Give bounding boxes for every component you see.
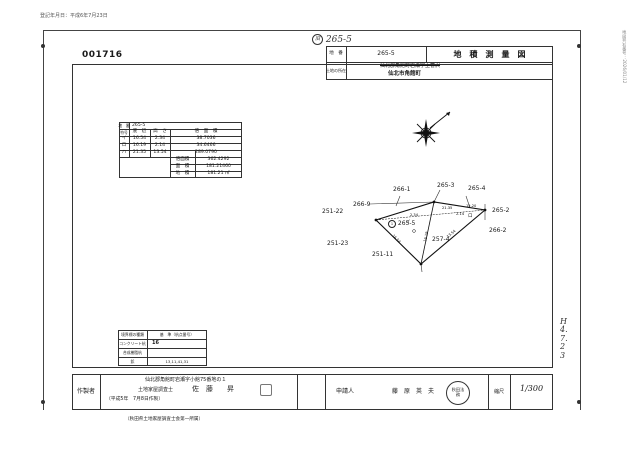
summary-value: 362.4292 — [207, 157, 230, 163]
document-number: 001716 — [82, 50, 123, 60]
table-cell: 289.0790 — [195, 150, 217, 156]
side-length: 16.54 — [391, 234, 402, 245]
triangulation-line — [420, 201, 435, 265]
col-header: 高 さ — [153, 129, 167, 135]
table-cell: 13.54 — [153, 150, 167, 156]
col-header: 底 辺 — [132, 129, 147, 135]
boundary-row-label: 合成樹脂杭 — [123, 349, 142, 355]
triangle-label: ロ — [468, 213, 473, 219]
parcel-label: 266-1 — [393, 186, 411, 193]
summary-label: 倍面積 — [175, 157, 190, 163]
personal-seal — [260, 384, 272, 396]
outer-frame-left — [43, 30, 44, 410]
boundary-row-value: 16 — [152, 340, 159, 346]
side-length: 21.35 — [442, 206, 452, 210]
table-cell: 2.14 — [154, 143, 166, 149]
north-arrow-icon — [412, 111, 451, 147]
header-location-value: 仙北郡角館町岩瀬字上菅沢 — [380, 63, 441, 69]
surveyor-name: 佐 藤 昇 — [192, 385, 234, 393]
boundary-row-value — [147, 348, 207, 357]
col-header: 符号 — [120, 129, 128, 135]
parcel-label: 266-2 — [489, 227, 507, 234]
corner-point — [483, 208, 487, 212]
corner-point — [419, 262, 423, 266]
official-seal-stamp: 秋田法務 — [446, 381, 470, 405]
table-cell: ロ — [121, 143, 127, 149]
boundary-row-value: 基 準（杭点番号） — [159, 331, 195, 337]
parcel-label: 251-11 — [372, 251, 394, 258]
surveyor-address: 仙北郡角館町岩瀬字小館75番地の１ — [145, 377, 227, 383]
handwritten-margin-note: H4.7.23 — [560, 317, 568, 360]
corner-point — [432, 200, 436, 204]
parcel-label: 257-4 — [432, 236, 450, 243]
survey-date: （平成5年 7月8日作製） — [106, 397, 164, 402]
col-header: 倍 面 積 — [194, 129, 218, 135]
punch-mark — [41, 400, 45, 404]
side-length: 13.54 — [446, 229, 457, 239]
punch-mark — [577, 44, 581, 48]
applicant-name: 藤 原 英 夫 — [392, 388, 435, 395]
header-number-label: 地 番 — [329, 50, 343, 56]
area-table-number-label: 地 番 — [118, 122, 130, 128]
header-block — [326, 46, 553, 80]
boundary-line — [395, 195, 401, 207]
side-length: 16.19 — [423, 231, 429, 243]
parcel-label: 265-3 — [437, 182, 455, 189]
parcel-label: 251-22 — [322, 208, 344, 215]
table-cell: 34.6466 — [196, 143, 216, 149]
registration-stamp: 登記年月日：平成6年7月23日 — [40, 13, 108, 19]
header-number-value: 265-5 — [377, 50, 395, 57]
association-note: （秋田県土地家屋調査士会第一所属） — [125, 417, 204, 422]
triangulation-line — [375, 209, 486, 221]
corner-point — [374, 218, 378, 222]
summary-label: 面 積 — [175, 164, 190, 170]
table-cell: 38.7036 — [196, 136, 216, 142]
summary-label: 地 積 — [175, 171, 190, 177]
table-cell: 16.19 — [132, 143, 147, 149]
header-location-new: 仙北市角館町 — [388, 71, 422, 77]
seal-text: 秋田法務 — [451, 387, 465, 397]
side-length: 2.14 — [456, 212, 465, 216]
boundary-row-value: 13,11,41,31 — [165, 358, 189, 364]
header-location-label: 土地の所在 — [326, 68, 346, 73]
parcel-label: 265-2 — [492, 207, 510, 214]
punch-mark — [41, 44, 45, 48]
footer-block — [72, 374, 553, 410]
summary-value: 181.21 ㎡ — [207, 171, 230, 177]
scale-value: 1/300 — [520, 384, 544, 393]
surveyor-title: 土地家屋調査士 — [138, 387, 174, 393]
outer-frame-top — [43, 30, 581, 31]
boundary-line — [369, 201, 435, 205]
triangle-label: イ — [406, 220, 411, 225]
side-length: 2.34 — [410, 213, 419, 217]
outer-frame-right — [580, 30, 581, 410]
handwritten-parcel-note: 旧 265-5 — [312, 34, 352, 45]
side-length: 15.20 — [466, 204, 477, 208]
boundary-row-label: コンクリート杭 — [119, 340, 146, 346]
parcel-label: 265-4 — [468, 185, 486, 192]
boundary-row-label: 境界標の種類 — [121, 331, 144, 337]
boundary-line — [433, 189, 441, 203]
punch-mark — [577, 400, 581, 404]
table-cell: 16.54 — [132, 136, 147, 142]
center-mark — [412, 229, 416, 233]
parcel-label: 251-23 — [327, 240, 349, 247]
surveyor-label: 作製者 — [76, 388, 95, 395]
document-title: 地 積 測 量 図 — [453, 49, 526, 59]
drawing-frame — [72, 64, 553, 368]
survey-plot: 16.54 16.19 13.54 21.35 2.34 2.14 15.20 … — [369, 189, 487, 273]
side-stamp: 地図共有番号：2026/01/12 — [622, 30, 628, 84]
applicant-label: 申請人 — [335, 388, 354, 395]
table-cell: ハ — [121, 150, 127, 156]
area-table-number-value: 265-5 — [132, 122, 146, 128]
parcel-label: 266-9 — [353, 201, 371, 208]
summary-value: 181.21460 — [206, 164, 231, 170]
boundary-line — [465, 195, 471, 209]
scale-label: 縮尺 — [493, 388, 504, 395]
table-cell: 2.34 — [154, 136, 166, 142]
table-cell: 21.35 — [132, 150, 147, 156]
boundary-row-label: 鋲 — [130, 358, 135, 364]
subject-parcel-label: 1 265-5 — [388, 220, 415, 228]
table-cell: イ — [121, 136, 127, 142]
